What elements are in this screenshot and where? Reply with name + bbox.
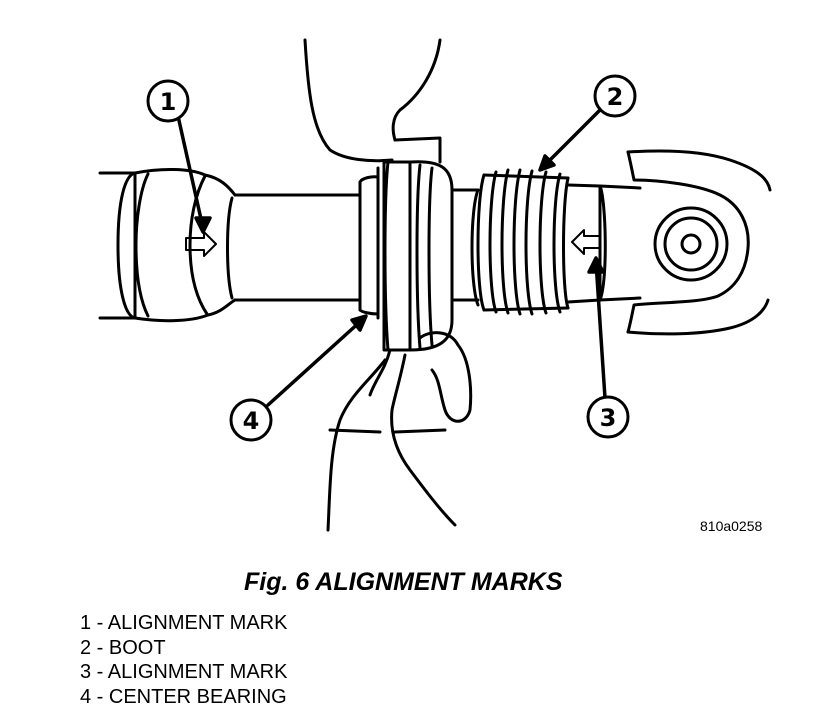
alignment-mark-3-symbol: [571, 229, 601, 255]
callout-1: 1: [146, 79, 190, 123]
legend: 1 - ALIGNMENT MARK 2 - BOOT 3 - ALIGNMEN…: [80, 611, 287, 709]
arrowhead-4: [350, 314, 368, 332]
center-bearing: [326, 160, 480, 532]
arrowhead-3: [587, 256, 605, 274]
legend-item: 3 - ALIGNMENT MARK: [80, 661, 288, 683]
callout-2-label: 2: [607, 83, 624, 111]
leader-arrow-3: [594, 260, 607, 400]
arrowhead-2: [538, 154, 556, 172]
image-id: 810a0258: [700, 518, 763, 534]
legend-item: 1 - ALIGNMENT MARK: [80, 612, 288, 634]
legend-item: 4 - CENTER BEARING: [80, 685, 287, 708]
body-panel: [303, 38, 442, 164]
driveshaft-illustration: 1 2 3 4: [98, 38, 772, 532]
boot: [470, 168, 570, 316]
driveshaft-tube: [98, 167, 362, 323]
alignment-mark-1-symbol: [185, 231, 217, 257]
callout-2: 2: [593, 74, 637, 118]
leader-lines: [176, 108, 607, 407]
leader-arrow-4: [266, 318, 364, 407]
callout-4-label: 4: [243, 407, 260, 435]
callout-3: 3: [586, 395, 630, 439]
callout-1-label: 1: [160, 88, 177, 116]
arrowhead-1: [194, 216, 212, 234]
leader-arrow-1: [176, 114, 205, 230]
leader-arrow-2: [543, 108, 602, 167]
slip-yoke: [566, 149, 772, 336]
legend-item: 2 - BOOT: [80, 636, 166, 659]
figure-caption: Fig. 6 ALIGNMENT MARKS: [244, 568, 563, 596]
callout-4: 4: [229, 398, 273, 442]
callout-3-label: 3: [600, 404, 617, 432]
